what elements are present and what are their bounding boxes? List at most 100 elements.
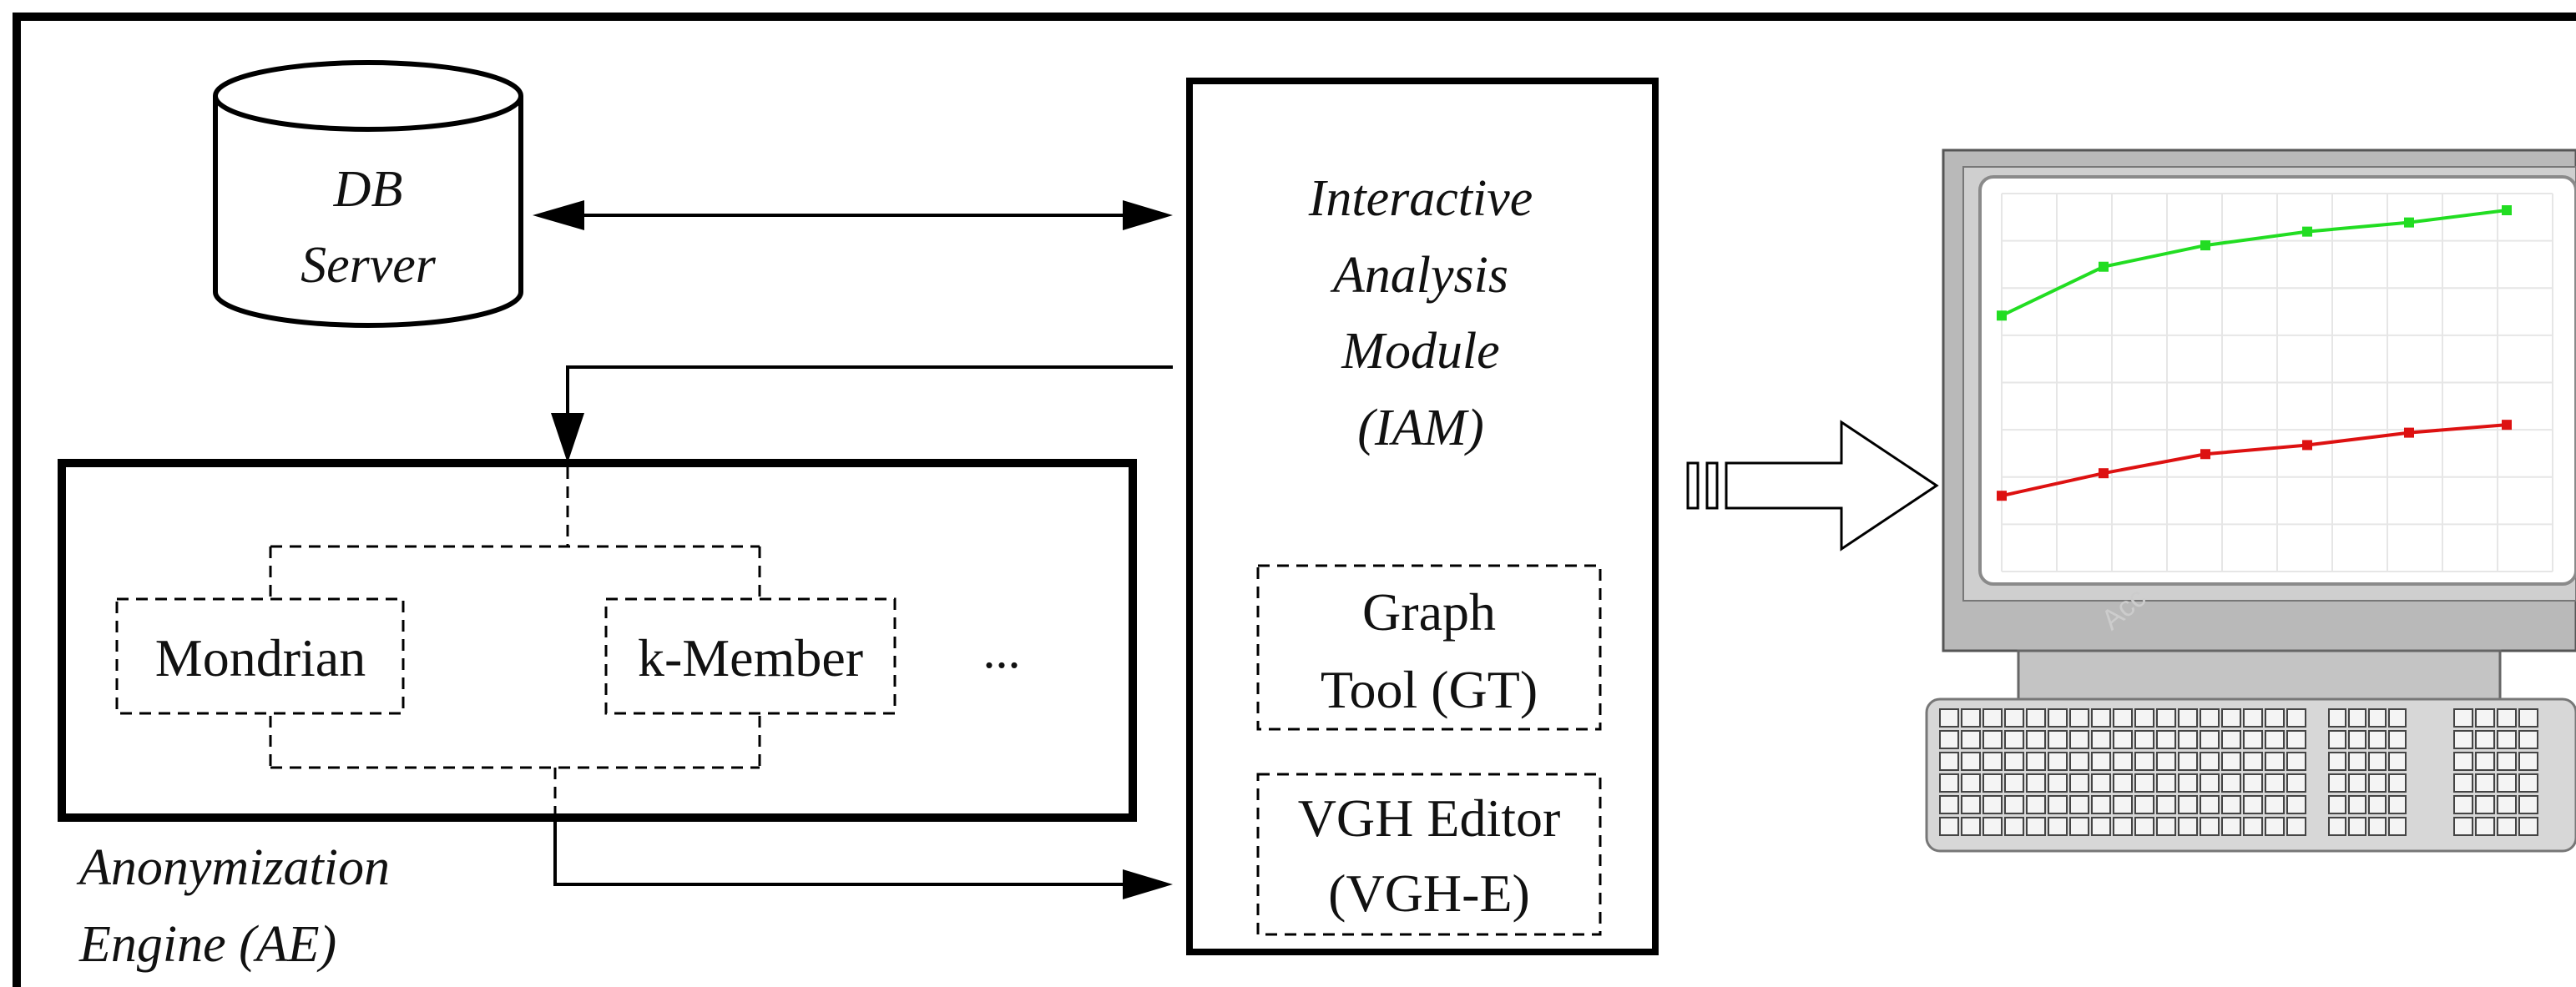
keyboard-key <box>1939 708 1959 728</box>
output-arrow <box>1686 420 1939 551</box>
keyboard-key <box>2069 773 2089 793</box>
keyboard-key <box>2004 795 2024 814</box>
iam-label-line2: Analysis <box>1330 247 1508 304</box>
keyboard-key <box>2156 817 2176 836</box>
algorithm-k-member: k-Member <box>638 628 863 687</box>
keyboard-key <box>2286 817 2306 836</box>
vgh-editor-box <box>1256 773 1602 936</box>
keyboard-key <box>2453 752 2473 771</box>
keyboard-key <box>2328 773 2346 793</box>
keyboard-key <box>2221 773 2241 793</box>
keyboard-key <box>2348 817 2366 836</box>
k-member-box <box>604 597 897 715</box>
keyboard-key <box>2453 773 2473 793</box>
keyboard-key <box>2026 795 2046 814</box>
keyboard-key <box>2348 773 2366 793</box>
keyboard-key <box>2178 773 2198 793</box>
chart-point <box>1997 491 2007 501</box>
keyboard-key <box>2113 730 2133 749</box>
keyboard-key <box>1983 773 2003 793</box>
chart-series <box>1997 205 2512 501</box>
screen-chart: Acc <box>1997 193 2553 637</box>
iam-label-line4: (IAM) <box>1357 400 1483 456</box>
db-iam-arrow <box>533 200 1173 230</box>
keyboard-key <box>2368 708 2387 728</box>
keyboard-key <box>2113 773 2133 793</box>
db-cylinder-top <box>213 60 523 132</box>
chart-series-line <box>2001 209 2508 318</box>
keyboard-key <box>2388 708 2407 728</box>
keyboard-key <box>2200 795 2220 814</box>
chart-point <box>2302 440 2312 451</box>
keyboard-key <box>2368 795 2387 814</box>
keyboard-key <box>2178 730 2198 749</box>
keyboard-key <box>2026 730 2046 749</box>
keyboard-key <box>2156 708 2176 728</box>
chart-point <box>2200 449 2210 460</box>
keyboard-key <box>1939 773 1959 793</box>
graph-tool-line2: Tool (GT) <box>1321 660 1538 719</box>
keyboard-key <box>2156 730 2176 749</box>
chart-point <box>2099 261 2109 272</box>
keyboard-key <box>2518 795 2538 814</box>
keyboard-key <box>2178 708 2198 728</box>
keyboard-key <box>2286 730 2306 749</box>
keyboard-key <box>2026 708 2046 728</box>
keyboard-key <box>2048 795 2068 814</box>
keyboard-key <box>1961 817 1981 836</box>
ae-to-iam-arrow <box>553 818 1173 899</box>
keyboard-key <box>1983 817 2003 836</box>
keyboard-key <box>2388 730 2407 749</box>
keyboard-key <box>2069 752 2089 771</box>
keyboard-key <box>2178 817 2198 836</box>
keyboard-key <box>2069 795 2089 814</box>
iam-box <box>1186 78 1659 955</box>
db-server: DB Server <box>213 60 523 328</box>
keyboard-key <box>2048 730 2068 749</box>
keyboard-key <box>2200 708 2220 728</box>
keyboard-key <box>1961 795 1981 814</box>
keyboard-key <box>2069 730 2089 749</box>
keyboard-key <box>1961 752 1981 771</box>
keyboard-key <box>2388 752 2407 771</box>
chart-point <box>1997 310 2007 321</box>
keyboard-key <box>2475 795 2495 814</box>
chart-point <box>2200 240 2210 251</box>
keyboard-key <box>2497 730 2517 749</box>
keyboard-key <box>2243 730 2263 749</box>
keyboard-key <box>2518 752 2538 771</box>
keyboard-key <box>2026 752 2046 771</box>
graph-tool-line1: Graph <box>1362 582 1496 642</box>
vgh-editor-line2: (VGH-E) <box>1328 864 1530 923</box>
algorithm-mondrian: Mondrian <box>155 628 366 687</box>
algorithm-ellipsis: ... <box>983 623 1021 678</box>
keyboard-key <box>2475 708 2495 728</box>
ae-dashed-tree <box>115 467 897 818</box>
keyboard-key <box>2453 708 2473 728</box>
keyboard-key <box>2475 730 2495 749</box>
keyboard-key <box>2221 817 2241 836</box>
keyboard-key <box>2388 817 2407 836</box>
keyboard-key <box>2243 752 2263 771</box>
keyboard-key <box>1961 708 1981 728</box>
chart-point <box>2502 205 2512 215</box>
keyboard-key <box>2475 773 2495 793</box>
keyboard-key <box>2348 752 2366 771</box>
keyboard-key <box>2048 817 2068 836</box>
keyboard-key <box>2134 752 2154 771</box>
keyboard-key <box>2497 817 2517 836</box>
keyboard-key <box>1983 795 2003 814</box>
keyboard-key <box>2518 730 2538 749</box>
keyboard-key <box>2069 817 2089 836</box>
keyboard-key <box>2156 773 2176 793</box>
keyboard-key <box>2113 817 2133 836</box>
graph-tool-box <box>1256 564 1602 731</box>
keyboard-key <box>2026 773 2046 793</box>
keyboard-key <box>2156 752 2176 771</box>
keyboard-key <box>2004 708 2024 728</box>
keyboard-key <box>2221 708 2241 728</box>
keyboard-key <box>2091 730 2111 749</box>
keyboard-key <box>2178 752 2198 771</box>
keyboard-key <box>2368 817 2387 836</box>
